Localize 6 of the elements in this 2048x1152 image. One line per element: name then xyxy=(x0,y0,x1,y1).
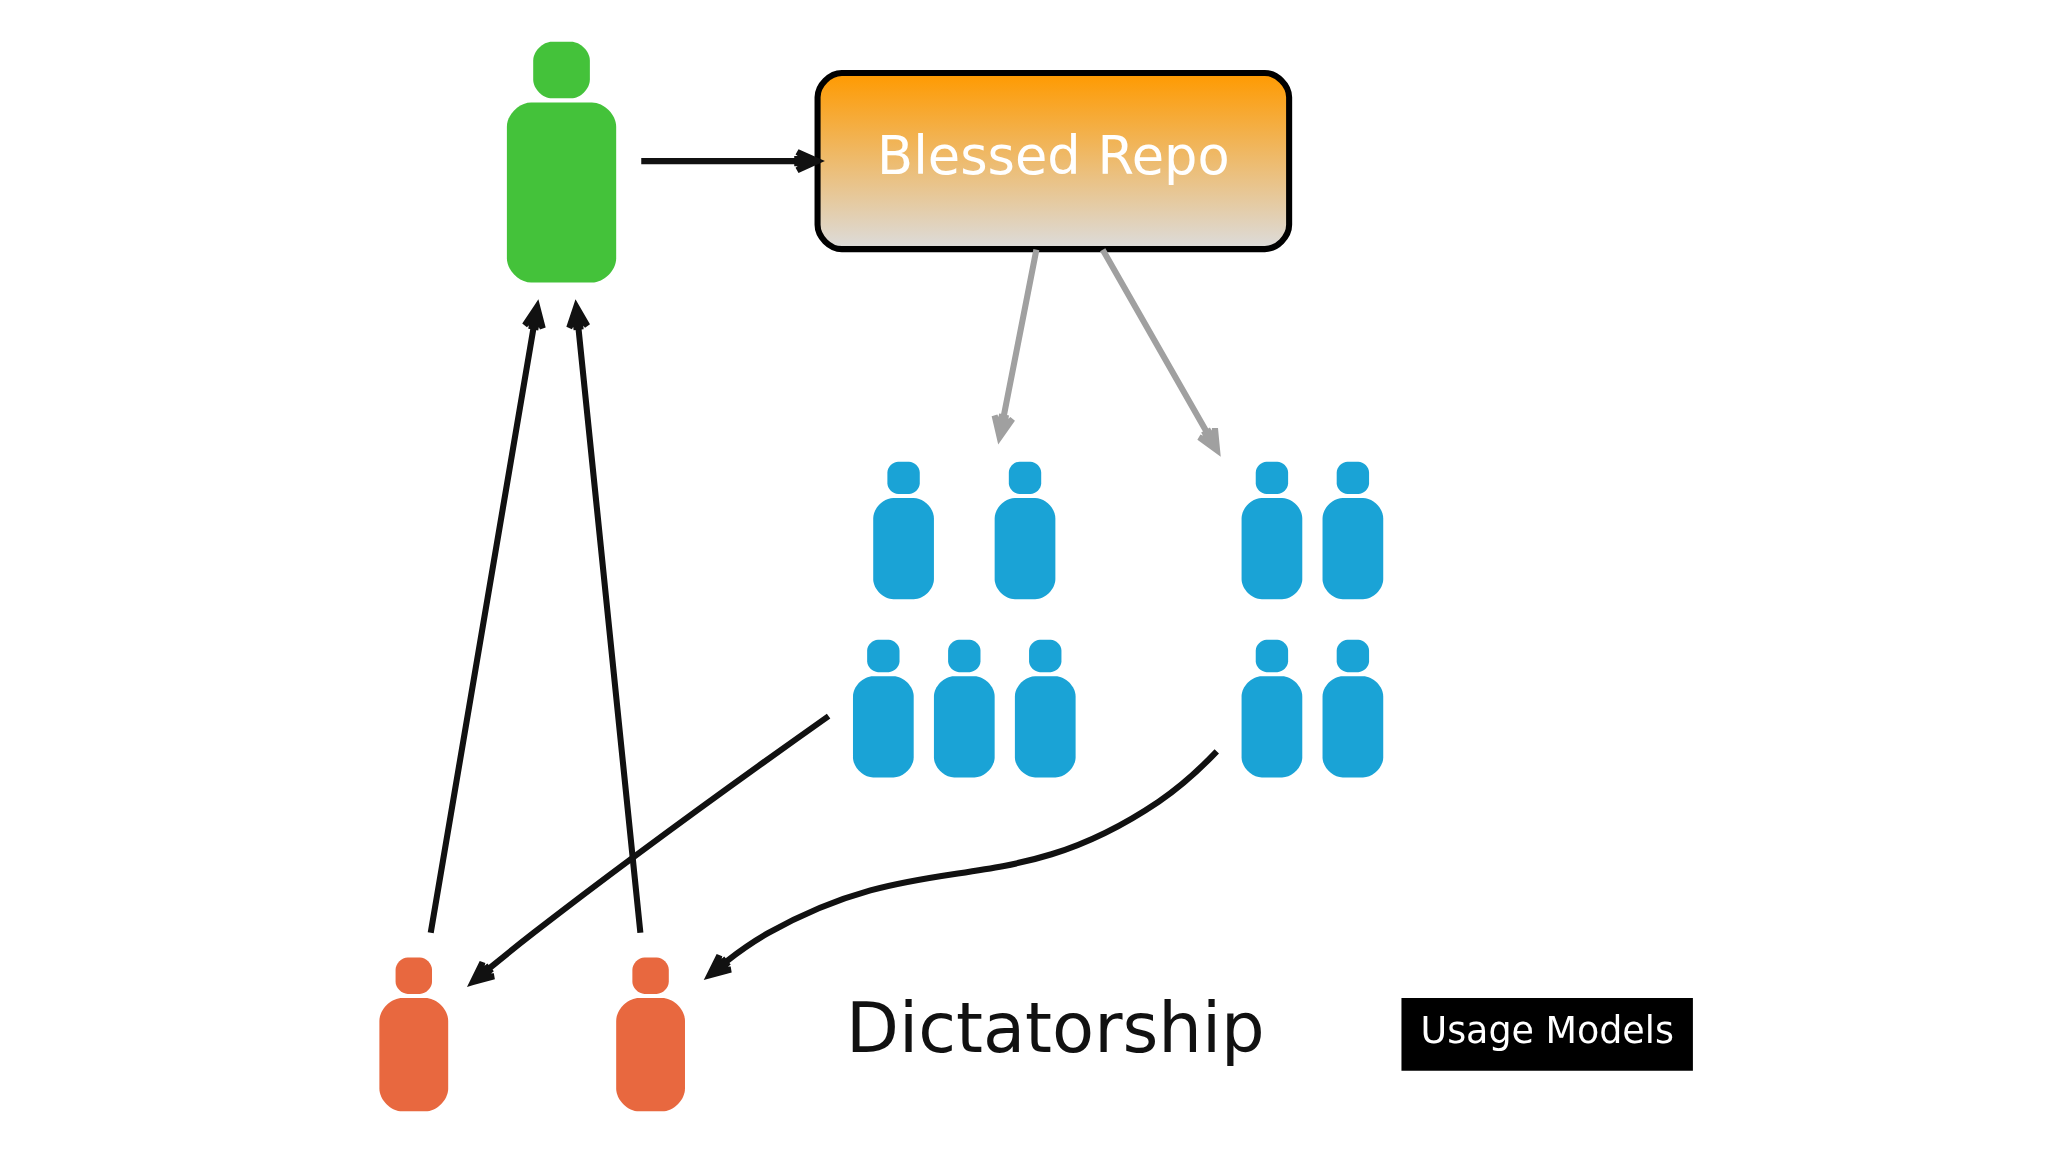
arrow xyxy=(706,749,1219,979)
label: Usage Models xyxy=(1420,1009,1674,1053)
node-box: Blessed Repo xyxy=(814,70,1293,253)
arrow xyxy=(469,713,831,986)
label: Dictatorship xyxy=(846,988,1265,1069)
arrow xyxy=(1100,248,1221,454)
